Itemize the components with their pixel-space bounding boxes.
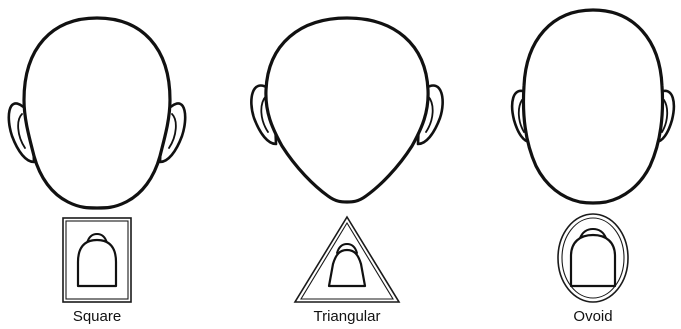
ovoid-head-outline [524, 10, 663, 203]
ovoid-tooth-icon [571, 235, 615, 286]
ovoid-column: Ovoid [512, 10, 674, 325]
shape-label-ovoid: Ovoid [573, 308, 612, 325]
triangular-head-outline [266, 18, 428, 202]
square-head-illustration [9, 18, 185, 208]
triangular-column: Triangular [251, 18, 442, 325]
ovoid-head-illustration [512, 10, 674, 203]
shape-label-square: Square [73, 308, 121, 325]
square-tooth-icon [78, 240, 116, 286]
triangular-head-illustration [251, 18, 442, 202]
square-column: Square [9, 18, 185, 325]
square-tooth-diagram [63, 218, 131, 302]
shape-label-triangular: Triangular [314, 308, 381, 325]
square-head-outline [24, 18, 170, 208]
triangular-tooth-diagram [295, 217, 399, 302]
ovoid-tooth-diagram [558, 214, 628, 302]
